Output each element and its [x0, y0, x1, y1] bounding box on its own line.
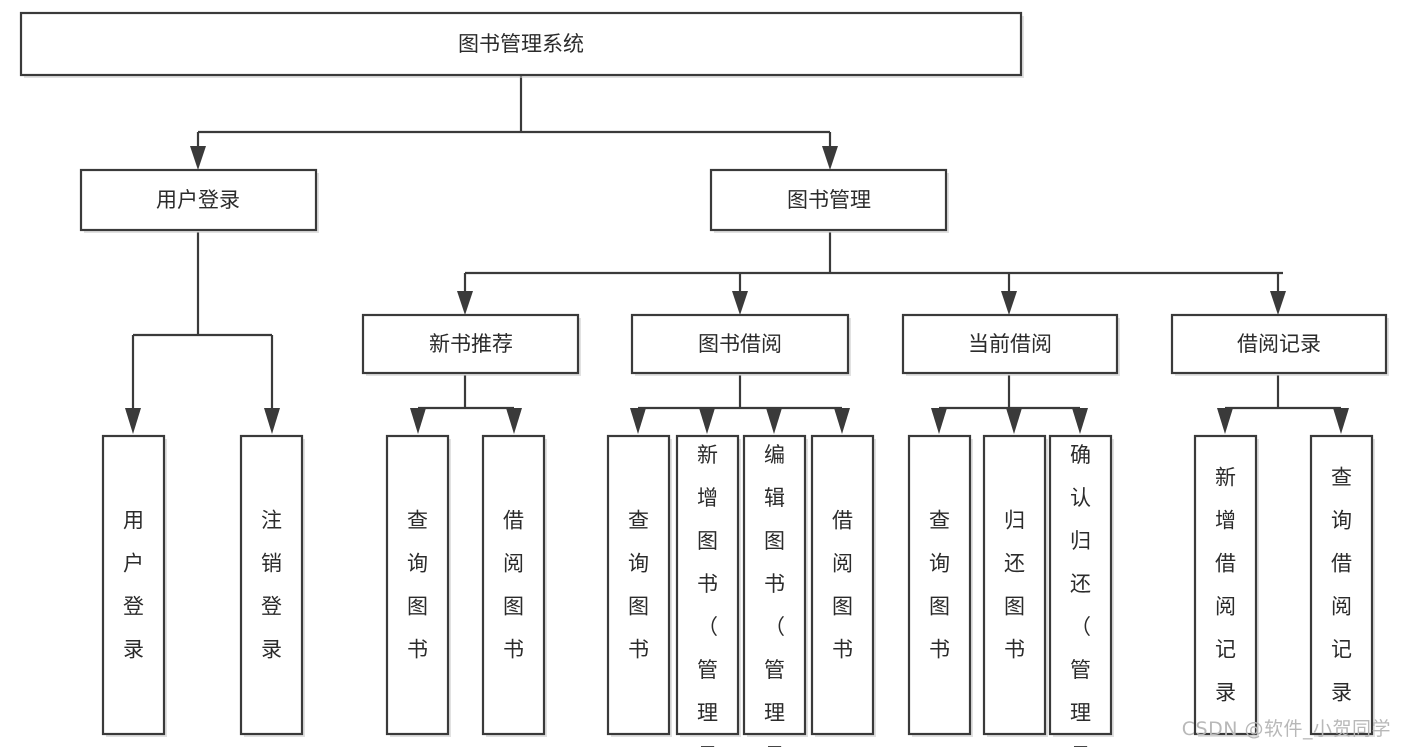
node-leaf-borrow-book-2[interactable]	[810, 434, 876, 737]
node-leaf-add-book[interactable]	[675, 434, 741, 737]
node-borrow-record-label: 借阅记录	[1237, 332, 1321, 356]
node-leaf-query-record-box[interactable]	[1309, 434, 1374, 736]
node-leaf-query-book-3-label: 查询图书	[929, 509, 950, 662]
node-book-management[interactable]: 图书管理	[709, 168, 949, 233]
node-user-login-box[interactable]	[79, 168, 318, 232]
edge-group-new-book-recommend	[410, 375, 522, 434]
node-leaf-return-book[interactable]	[982, 434, 1048, 737]
node-leaf-user-login-label: 用户登录	[123, 509, 144, 662]
node-leaf-query-record-label: 查询借阅记录	[1331, 466, 1352, 705]
arrow-to-leaf-confirm-return	[1072, 408, 1088, 434]
node-borrow-record-box[interactable]	[1170, 313, 1388, 375]
node-book-borrow-box[interactable]	[630, 313, 850, 375]
node-root-label: 图书管理系统	[458, 32, 584, 56]
arrow-to-user-login	[190, 146, 206, 170]
node-new-book-recommend-label: 新书推荐	[429, 332, 513, 356]
edge-group-user-login	[125, 232, 280, 434]
node-leaf-query-book-2-label: 查询图书	[628, 509, 649, 662]
node-leaf-logout-label: 注销登录	[261, 509, 282, 662]
node-leaf-add-book-label: 新增图书（管理员）	[697, 443, 718, 747]
node-leaf-query-book-1-box[interactable]	[385, 434, 450, 736]
node-leaf-query-book-3[interactable]	[907, 434, 973, 737]
edge-group-borrow-record	[1217, 375, 1349, 434]
edge-group-root	[190, 76, 838, 170]
node-leaf-logout-box[interactable]	[239, 434, 304, 736]
arrow-to-leaf-edit-book	[766, 408, 782, 434]
node-book-borrow[interactable]: 图书借阅	[630, 313, 851, 376]
node-leaf-query-book-1-label: 查询图书	[407, 509, 428, 662]
node-leaf-add-record-box[interactable]	[1193, 434, 1258, 736]
arrow-to-leaf-user-login	[125, 408, 141, 434]
arrow-to-new-book-recommend	[457, 291, 473, 315]
node-user-login[interactable]: 用户登录	[79, 168, 319, 233]
arrow-to-leaf-query-book-1	[410, 408, 426, 434]
node-book-management-box[interactable]	[709, 168, 948, 232]
node-leaf-borrow-book-2-label: 借阅图书	[832, 509, 853, 662]
node-new-book-recommend-box[interactable]	[361, 313, 580, 375]
node-leaf-logout[interactable]	[239, 434, 305, 737]
node-leaf-user-login-box[interactable]	[101, 434, 166, 736]
node-leaf-confirm-return[interactable]	[1048, 434, 1114, 737]
node-current-borrow-box[interactable]	[901, 313, 1119, 375]
edge-group-current-borrow	[931, 375, 1088, 434]
node-current-borrow[interactable]: 当前借阅	[901, 313, 1120, 376]
node-leaf-borrow-book-2-box[interactable]	[810, 434, 875, 736]
arrow-to-book-management	[822, 146, 838, 170]
node-leaf-add-record-label: 新增借阅记录	[1215, 466, 1236, 705]
arrow-to-leaf-add-book	[699, 408, 715, 434]
node-leaf-edit-book-box[interactable]	[742, 434, 807, 736]
arrow-to-leaf-query-book-2	[630, 408, 646, 434]
node-leaf-return-book-box[interactable]	[982, 434, 1047, 736]
arrow-to-leaf-add-record	[1217, 408, 1233, 434]
node-leaf-borrow-book-1-label: 借阅图书	[503, 509, 524, 662]
node-leaf-confirm-return-label: 确认归还（管理员）	[1070, 443, 1091, 747]
node-leaf-confirm-return-box[interactable]	[1048, 434, 1113, 736]
arrow-to-leaf-query-record	[1333, 408, 1349, 434]
edge-group-book-borrow	[630, 375, 850, 434]
node-leaf-add-record[interactable]	[1193, 434, 1259, 737]
node-leaf-user-login[interactable]	[101, 434, 167, 737]
node-current-borrow-label: 当前借阅	[968, 332, 1052, 356]
node-borrow-record[interactable]: 借阅记录	[1170, 313, 1389, 376]
node-leaf-add-book-box[interactable]	[675, 434, 740, 736]
node-leaf-query-book-1[interactable]	[385, 434, 451, 737]
node-leaf-query-record[interactable]	[1309, 434, 1375, 737]
node-leaf-query-book-2-box[interactable]	[606, 434, 671, 736]
node-root-box[interactable]	[19, 11, 1023, 77]
node-leaf-edit-book[interactable]	[742, 434, 808, 737]
arrow-to-current-borrow	[1001, 291, 1017, 315]
node-leaf-borrow-book-1[interactable]	[481, 434, 547, 737]
node-leaf-borrow-book-1-box[interactable]	[481, 434, 546, 736]
arrow-to-leaf-borrow-book-1	[506, 408, 522, 434]
node-root[interactable]: 图书管理系统	[19, 11, 1024, 78]
node-leaf-query-book-2[interactable]	[606, 434, 672, 737]
arrow-to-borrow-record	[1270, 291, 1286, 315]
node-leaf-edit-book-label: 编辑图书（管理员）	[764, 443, 785, 747]
arrow-to-leaf-query-book-3	[931, 408, 947, 434]
node-new-book-recommend[interactable]: 新书推荐	[361, 313, 581, 376]
arrow-to-leaf-borrow-book-2	[834, 408, 850, 434]
node-book-management-label: 图书管理	[787, 188, 871, 212]
node-leaf-return-book-label: 归还图书	[1004, 509, 1025, 662]
node-leaf-query-book-3-box[interactable]	[907, 434, 972, 736]
leaf-text-layer: 用户登录 注销登录 查询图书 借阅图书 查询图书 新增图书（管理员） 编辑图书（管理员） 借阅…	[123, 443, 1352, 747]
arrow-to-leaf-logout	[264, 408, 280, 434]
node-book-borrow-label: 图书借阅	[698, 332, 782, 356]
arrow-to-book-borrow	[732, 291, 748, 315]
node-user-login-label: 用户登录	[156, 188, 240, 212]
arrow-to-leaf-return-book	[1006, 408, 1022, 434]
edge-group-book-management	[457, 232, 1286, 315]
